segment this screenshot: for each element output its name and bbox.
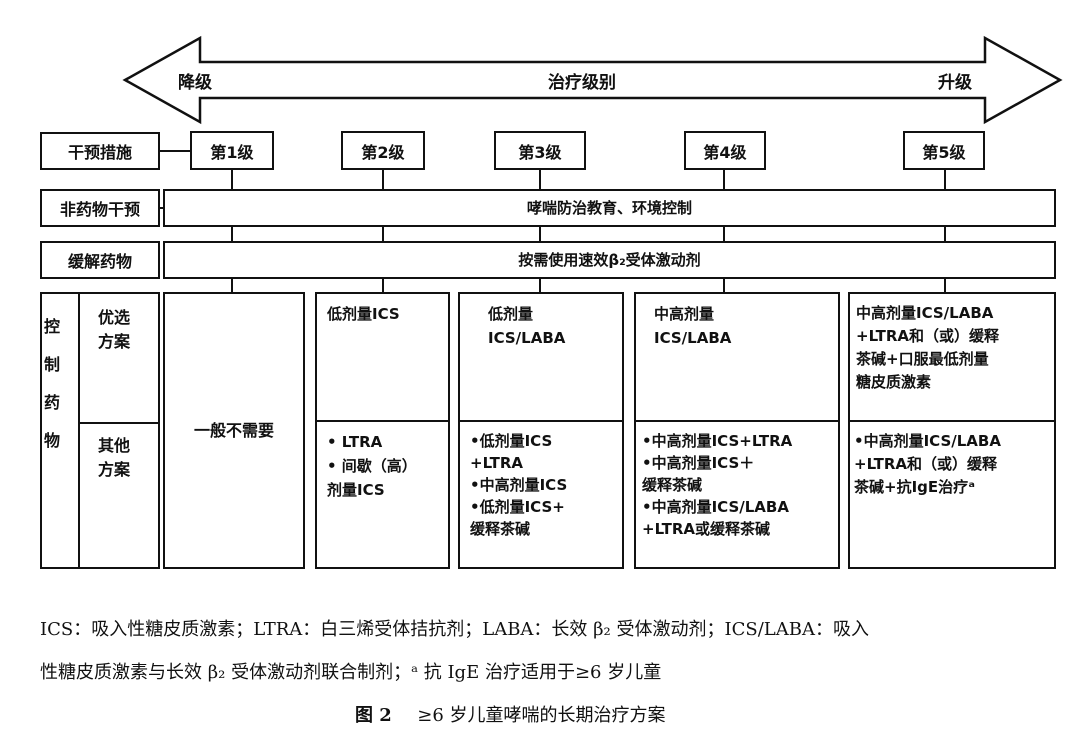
- level-4-box: 第4级: [684, 131, 766, 170]
- level-4-label: 第4级: [703, 142, 747, 162]
- control-drugs-label-box: 控制药物 优选方案 其他方案: [40, 292, 160, 569]
- level-2-preferred-cell: 低剂量ICS: [315, 292, 450, 422]
- level-2-other-cell: • LTRA • 间歇（高） 剂量ICS: [315, 420, 450, 569]
- level-2-label: 第2级: [361, 142, 405, 162]
- row-label-intervention: 干预措施: [40, 132, 160, 170]
- double-arrow: [122, 35, 1063, 125]
- level-5-other-cell: •中高剂量ICS/LABA +LTRA和（或）缓释 茶碱+抗IgE治疗ᵃ: [848, 420, 1056, 569]
- non-drug-bar: 哮喘防治教育、环境控制: [163, 189, 1056, 227]
- level-3-label: 第3级: [518, 142, 562, 162]
- level-5-label: 第5级: [922, 142, 966, 162]
- row-label-reliever: 缓解药物: [40, 241, 160, 279]
- arrow-left-label: 降级: [178, 73, 212, 93]
- level-4-other-cell: •中高剂量ICS+LTRA •中高剂量ICS＋ 缓释茶碱 •中高剂量ICS/LA…: [634, 420, 840, 569]
- level-1-label: 第1级: [210, 142, 254, 162]
- level-3-preferred-cell: 低剂量 ICS/LABA: [458, 292, 624, 422]
- level-1-control-cell: 一般不需要: [163, 292, 305, 569]
- level-5-box: 第5级: [903, 131, 985, 170]
- divider: [78, 294, 80, 567]
- level-2-box: 第2级: [341, 131, 425, 170]
- figure-caption-label: 图 2: [355, 705, 392, 726]
- level-3-other-cell: •低剂量ICS +LTRA •中高剂量ICS •低剂量ICS+ 缓释茶碱: [458, 420, 624, 569]
- level-1-box: 第1级: [190, 131, 274, 170]
- row-label-non-drug: 非药物干预: [40, 189, 160, 227]
- level-4-preferred-cell: 中高剂量 ICS/LABA: [634, 292, 840, 422]
- other-label: 其他方案: [97, 436, 130, 479]
- arrow-right-label: 升级: [938, 73, 972, 93]
- divider: [78, 422, 160, 424]
- arrow-center-label: 治疗级别: [548, 73, 616, 93]
- footnote-line-1: ICS：吸入性糖皮质激素；LTRA：白三烯受体拮抗剂；LABA：长效 β₂ 受体…: [40, 619, 869, 640]
- footnote-line-2: 性糖皮质激素与长效 β₂ 受体激动剂联合制剂；ᵃ 抗 IgE 治疗适用于≥6 岁…: [40, 662, 662, 683]
- reliever-bar: 按需使用速效β₂受体激动剂: [163, 241, 1056, 279]
- level-5-preferred-cell: 中高剂量ICS/LABA +LTRA和（或）缓释 茶碱+口服最低剂量 糖皮质激素: [848, 292, 1056, 422]
- preferred-label: 优选方案: [97, 308, 130, 351]
- figure-caption: 图 2 ≥6 岁儿童哮喘的长期治疗方案: [355, 701, 775, 727]
- control-drugs-vertical-label: 控制药物: [41, 318, 60, 470]
- level-3-box: 第3级: [494, 131, 586, 170]
- figure-caption-text: ≥6 岁儿童哮喘的长期治疗方案: [417, 705, 666, 726]
